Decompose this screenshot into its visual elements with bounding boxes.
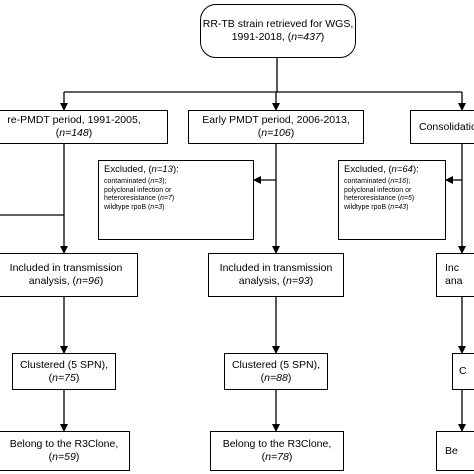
r3clone-3-line1: Be [445, 444, 458, 457]
period-2-line1: Early PMDT period, 2006-2013, [202, 114, 350, 126]
excluded-3-heteroresistance: heteroresistance (n=5) [344, 195, 415, 202]
period-box-consolidation: Consolidatio [410, 110, 474, 144]
excluded-2-polyclonal: polyclonal infection or [104, 186, 172, 194]
excluded-box-3: Excluded, (n=64): contaminated (n=16); p… [338, 160, 446, 240]
transmission-1-line1: Included in transmission [9, 262, 123, 274]
excluded-2-heteroresistance: heteroresistance (n=7) [104, 195, 175, 202]
r3clone-box-2: Belong to the R3Clone, (n=78) [210, 431, 344, 471]
excluded-box-2: Excluded, (n=13): contaminated (n=3); po… [98, 160, 254, 240]
clustered-box-3: C [452, 353, 474, 390]
period-1-line1: re-PMDT period, 1991-2005, [7, 114, 141, 126]
root-line1: RR-TB strain retrieved for WGS, [202, 18, 354, 30]
clustered-box-2: Clustered (5 SPN), (n=88) [224, 353, 328, 390]
excluded-3-wildtype: wildtype rpoB (n=43) [344, 203, 409, 211]
transmission-2-line2: analysis, (n=93) [238, 275, 314, 287]
clustered-2-line1: Clustered (5 SPN), [231, 358, 321, 371]
clustered-2-line2: (n=88) [260, 371, 292, 384]
r3clone-2-line1: Belong to the R3Clone, [222, 438, 332, 450]
period-3-line1: Consolidatio [419, 120, 474, 133]
transmission-3-line1: Inc [445, 262, 460, 274]
clustered-1-line1: Clustered (5 SPN), [19, 358, 109, 371]
r3clone-2-line2: (n=78) [261, 451, 293, 463]
excluded-3-polyclonal: polyclonal infection or [344, 186, 412, 194]
root-line2: 1991-2018, (n=437) [231, 31, 325, 43]
period-1-line2: (n=148) [55, 127, 93, 139]
transmission-3-line2: ana [445, 275, 463, 287]
clustered-3-line1: C [459, 365, 467, 377]
r3clone-1-line1: Belong to the R3Clone, [9, 438, 119, 450]
period-box-early-pmdt: Early PMDT period, 2006-2013, (n=106) [188, 110, 364, 144]
period-2-line2: (n=106) [257, 127, 295, 139]
transmission-box-3: Inc ana [436, 253, 474, 297]
r3clone-box-3: Be [436, 431, 474, 471]
r3clone-1-line2: (n=59) [48, 451, 80, 463]
clustered-box-1: Clustered (5 SPN), (n=75) [12, 353, 116, 390]
period-box-pre-pmdt: re-PMDT period, 1991-2005, (n=148) [0, 110, 168, 144]
r3clone-box-1: Belong to the R3Clone, (n=59) [0, 431, 130, 471]
excluded-3-contaminated: contaminated (n=16); [344, 178, 411, 185]
excluded-2-title: Excluded, (n=13): [104, 164, 179, 175]
transmission-box-2: Included in transmission analysis, (n=93… [208, 253, 344, 297]
excluded-2-wildtype: wildtype rpoB (n=3) [104, 203, 165, 211]
excluded-2-contaminated: contaminated (n=3); [104, 178, 167, 185]
transmission-2-line1: Included in transmission [219, 262, 333, 274]
clustered-1-line2: (n=75) [48, 371, 80, 384]
excluded-3-title: Excluded, (n=64): [344, 164, 419, 175]
transmission-box-1: Included in transmission analysis, (n=96… [0, 253, 138, 297]
transmission-1-line2: analysis, (n=96) [28, 275, 104, 287]
root-box: RR-TB strain retrieved for WGS, 1991-201… [200, 4, 356, 58]
